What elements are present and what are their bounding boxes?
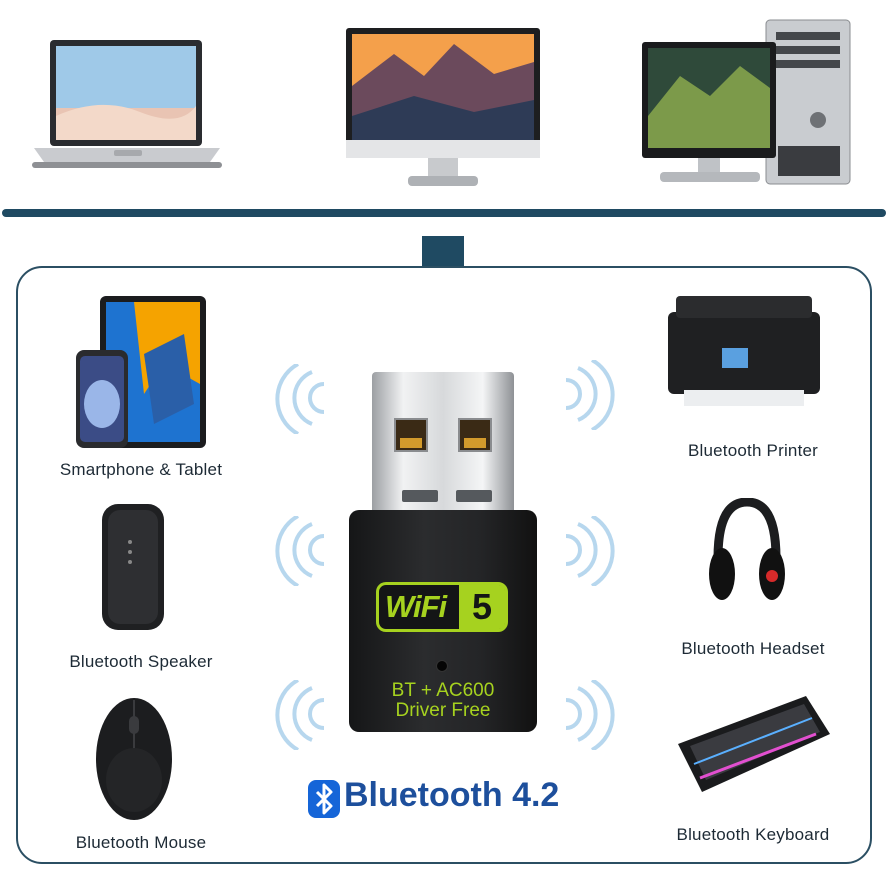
dongle-spec-line: BT + AC600	[391, 680, 495, 701]
device-label: Bluetooth Printer	[687, 441, 819, 460]
device-label: Bluetooth Mouse	[75, 833, 207, 852]
monitor-image	[346, 28, 540, 186]
device-label: Bluetooth Headset	[681, 639, 825, 658]
wifi-5-badge: WiFi 5	[376, 582, 508, 632]
section-divider	[2, 209, 886, 217]
bluetooth-headline: Bluetooth 4.2	[344, 776, 560, 814]
device-label: Bluetooth Speaker	[69, 652, 213, 671]
signal-waves-icon	[275, 516, 325, 586]
usb-contact	[458, 418, 492, 452]
wifi-badge-number: 5	[459, 585, 505, 629]
dongle-spec-line: Driver Free	[395, 700, 491, 721]
wifi-badge-text: WiFi	[385, 589, 447, 624]
bluetooth-mouse-image	[96, 698, 172, 820]
bluetooth-keyboard-image	[678, 696, 830, 792]
desktop-pc-image	[642, 19, 851, 185]
signal-waves-icon	[565, 680, 615, 750]
usb-contact	[394, 418, 428, 452]
bluetooth-speaker-image	[102, 504, 164, 630]
usb-slot	[402, 490, 438, 502]
signal-waves-icon	[565, 516, 615, 586]
device-label: Smartphone & Tablet	[59, 460, 223, 479]
signal-waves-icon	[275, 680, 325, 750]
usb-slot	[456, 490, 492, 502]
bluetooth-headset-image	[709, 498, 785, 600]
laptop-image	[32, 40, 222, 168]
status-led	[436, 660, 448, 672]
bluetooth-printer-image	[668, 296, 820, 406]
device-label: Bluetooth Keyboard	[676, 825, 830, 844]
usb-connector	[372, 372, 514, 518]
signal-waves-icon	[565, 360, 615, 430]
smartphone-tablet-image	[76, 296, 206, 448]
signal-waves-icon	[275, 364, 325, 434]
top-device-strip	[0, 0, 888, 212]
bluetooth-icon	[308, 780, 340, 818]
